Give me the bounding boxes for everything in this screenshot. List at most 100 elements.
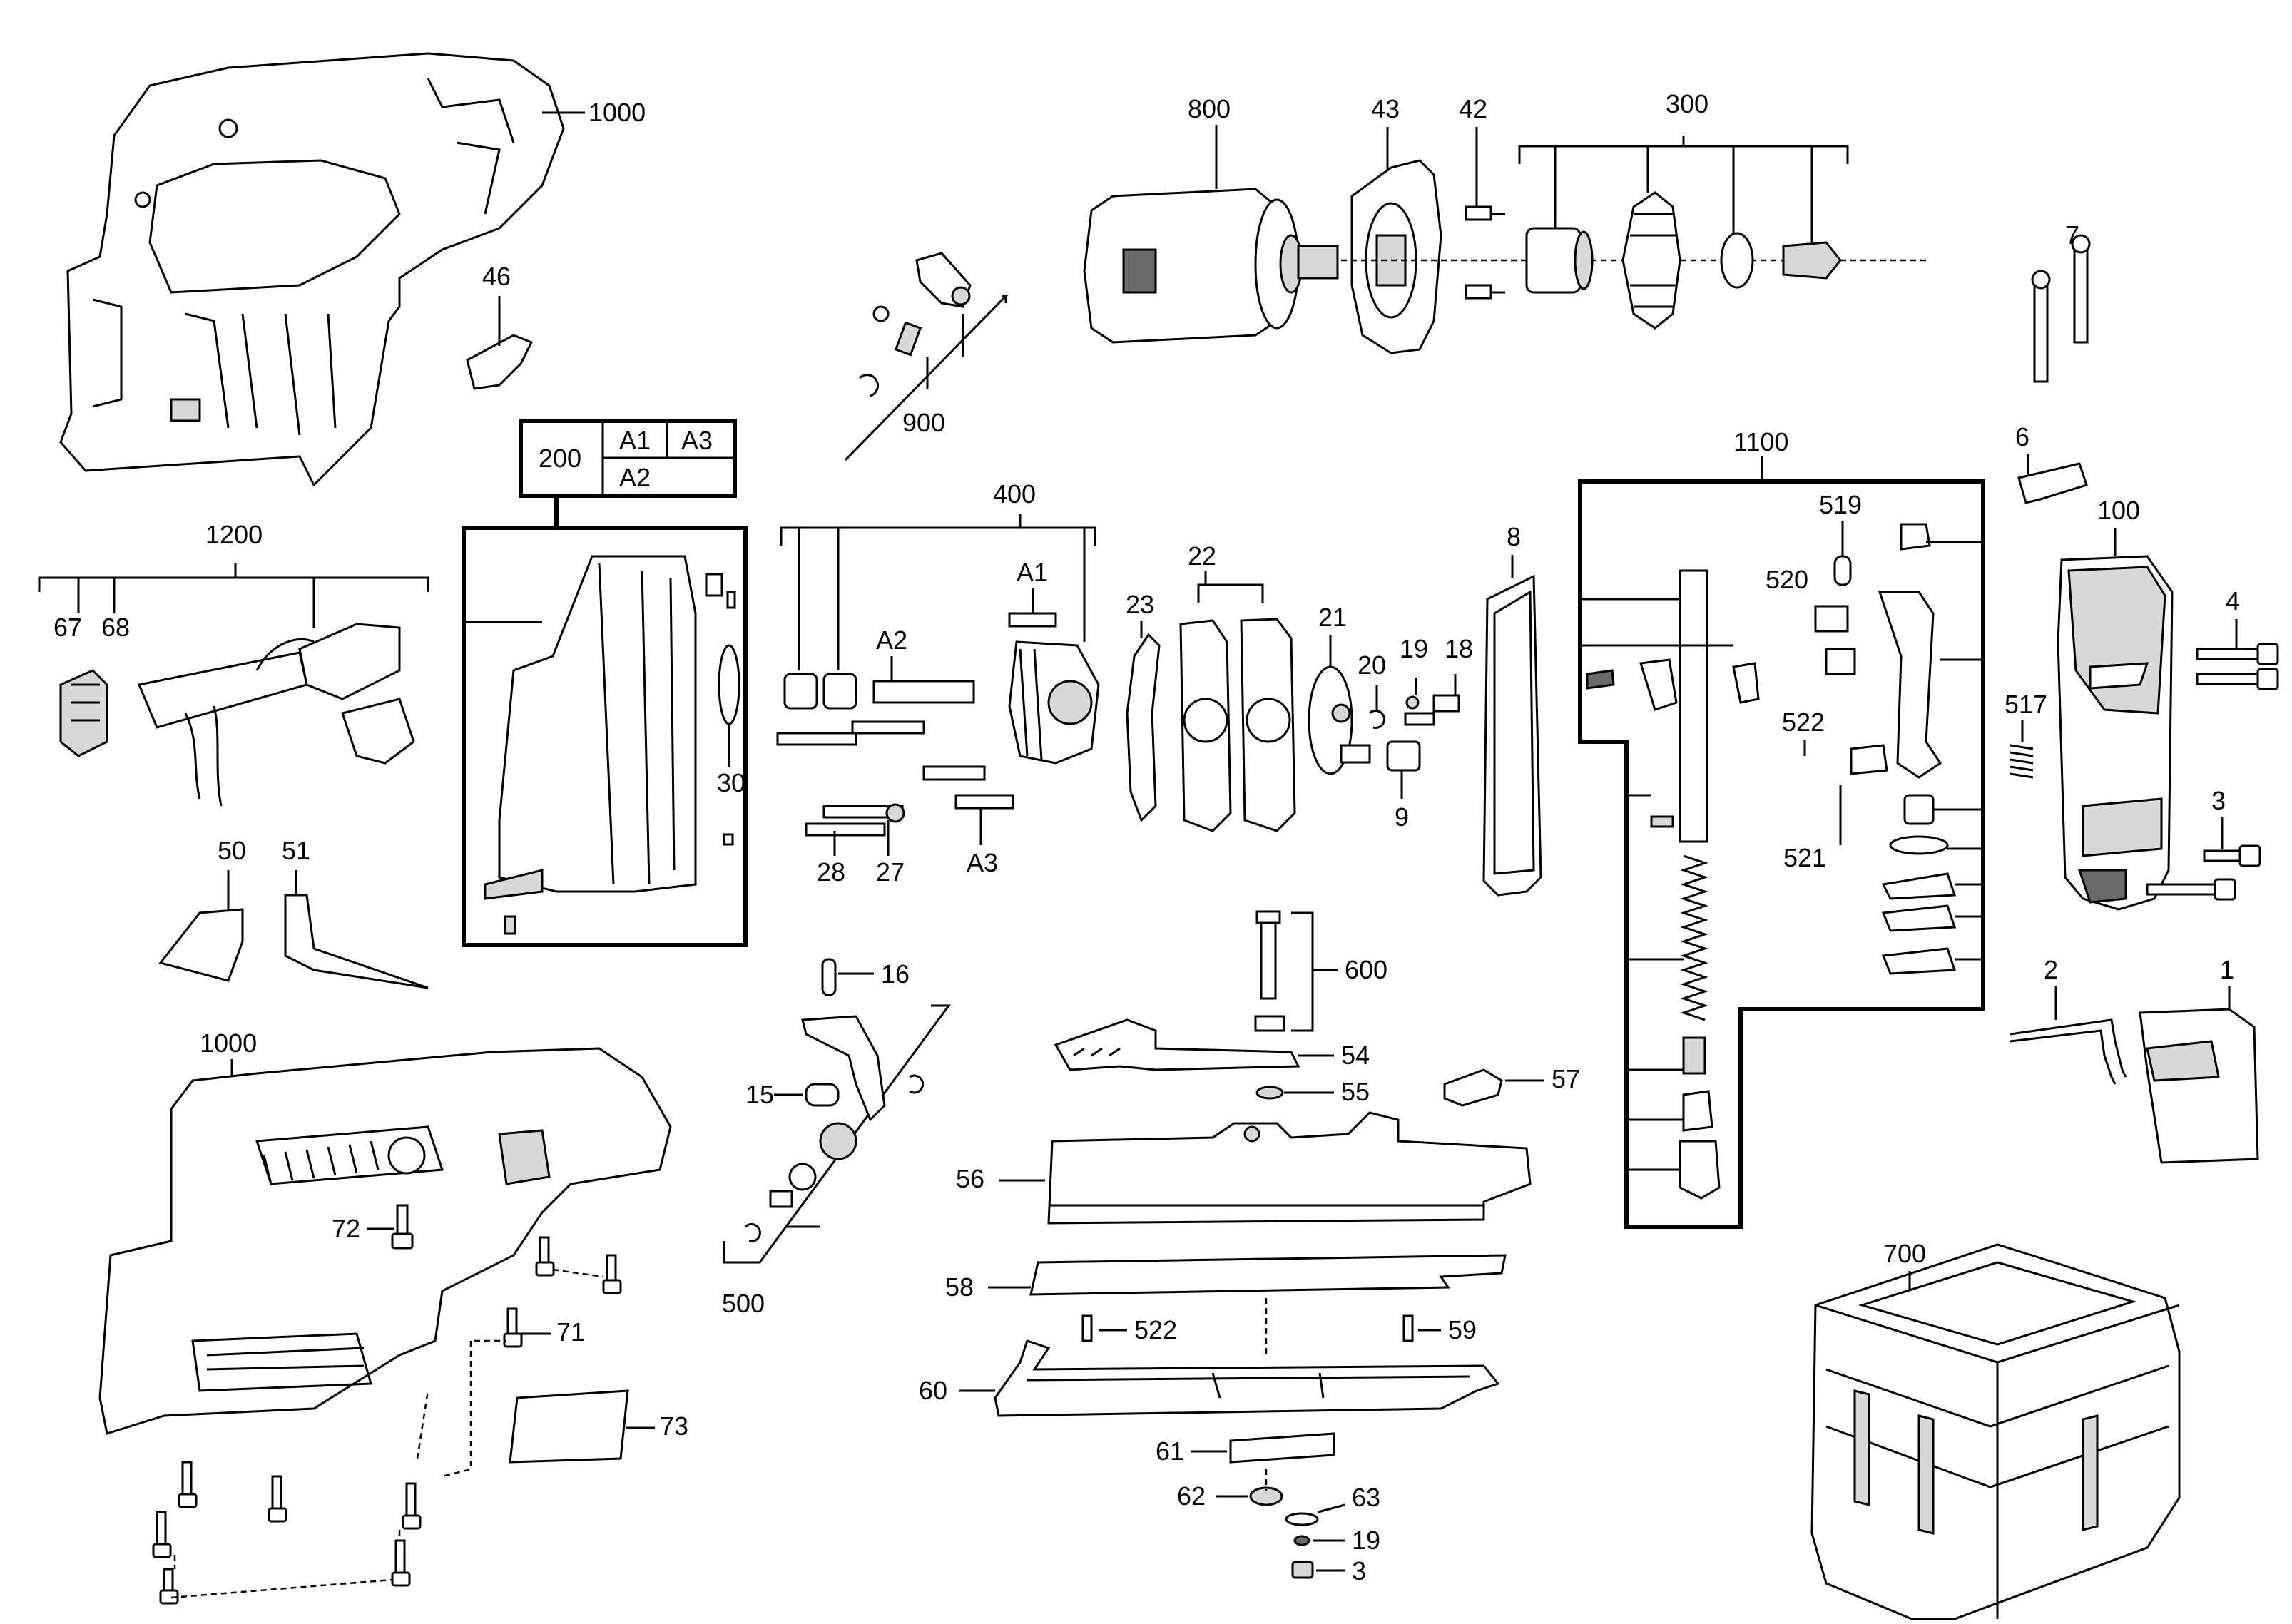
callout-61: 61 <box>1156 1436 1184 1466</box>
callout-55: 55 <box>1341 1077 1370 1106</box>
callout-60: 60 <box>919 1376 947 1405</box>
callout-16: 16 <box>881 959 910 989</box>
group-1200-switch-harness <box>38 563 429 807</box>
callout-517: 517 <box>2005 690 2047 719</box>
callout-23: 23 <box>1126 590 1154 619</box>
group-200-legend-box <box>519 419 737 528</box>
parts-20-19-18-9 <box>1368 674 1460 799</box>
part-60-base-frame <box>994 1339 1500 1417</box>
part-8-guard <box>1482 574 1542 897</box>
callout-500: 500 <box>722 1289 765 1318</box>
gearbox-housing-200 <box>462 526 748 947</box>
callout-22: 22 <box>1188 541 1216 571</box>
callout-62: 62 <box>1177 1481 1206 1511</box>
part-3-screws <box>2146 844 2261 901</box>
group-200-number: 200 <box>539 444 581 473</box>
callout-1000-top: 1000 <box>589 98 646 127</box>
callout-900: 900 <box>902 408 945 437</box>
callout-3-base: 3 <box>1352 1556 1366 1585</box>
callout-9: 9 <box>1395 802 1409 832</box>
callout-100: 100 <box>2097 496 2140 525</box>
callout-56: 56 <box>956 1164 984 1193</box>
callout-522: 522 <box>1782 708 1825 737</box>
parts-62-63-19-3 <box>1249 1469 1319 1579</box>
part-22-plates <box>1179 571 1296 832</box>
part-57-clip <box>1443 1068 1503 1107</box>
callout-a2: A2 <box>876 625 907 655</box>
part-58-plate <box>1029 1254 1507 1355</box>
part-61-block <box>1229 1432 1335 1464</box>
housing-100 <box>2057 555 2174 911</box>
housing-half-1000-top <box>59 52 565 487</box>
callout-a3: A3 <box>967 848 998 877</box>
callout-1100: 1100 <box>1733 427 1788 456</box>
part-54-lever <box>1054 1018 1300 1071</box>
part-6-clip <box>2017 462 2088 504</box>
callout-2: 2 <box>2044 955 2058 984</box>
group-400-gear-assembly <box>776 514 1100 837</box>
part-56-base-shoe <box>1047 1111 1532 1225</box>
callout-51: 51 <box>282 836 310 865</box>
callout-21: 21 <box>1318 603 1347 632</box>
callout-68: 68 <box>101 613 130 642</box>
callout-300: 300 <box>1666 89 1708 118</box>
part-50-wedge <box>158 870 244 982</box>
part-2-wire <box>2010 1018 2127 1085</box>
callout-800: 800 <box>1188 94 1231 123</box>
callout-18: 18 <box>1445 634 1473 663</box>
part-30-disc <box>718 644 740 767</box>
part-43-bracket <box>1350 159 1442 354</box>
housing-bottom-screws <box>152 1390 429 1605</box>
callout-8: 8 <box>1507 522 1521 551</box>
callout-6: 6 <box>2015 422 2029 451</box>
callout-57: 57 <box>1552 1064 1580 1093</box>
group-200-cell-a1: A1 <box>619 426 651 455</box>
part-59-screw <box>1402 1314 1414 1342</box>
callout-46: 46 <box>482 262 511 291</box>
callout-19: 19 <box>1400 634 1428 663</box>
group-600 <box>1254 910 1338 1032</box>
callout-30: 30 <box>717 768 745 797</box>
callout-15: 15 <box>745 1080 774 1109</box>
group-900 <box>844 252 1009 461</box>
callout-20: 20 <box>1358 650 1386 680</box>
case-700 <box>1810 1243 2181 1620</box>
callout-522-base: 522 <box>1134 1315 1177 1344</box>
group-1100-plunger-assembly <box>1578 456 1985 1229</box>
callout-600: 600 <box>1345 955 1387 984</box>
group-200-cell-a3: A3 <box>681 426 713 455</box>
callout-a1: A1 <box>1017 558 1048 587</box>
callout-58: 58 <box>945 1272 974 1302</box>
part-23-link <box>1126 633 1161 822</box>
callout-63: 63 <box>1352 1483 1380 1512</box>
part-72-screw <box>391 1204 414 1250</box>
part-517-spring <box>2010 744 2034 779</box>
part-73-label <box>509 1389 629 1464</box>
part-522-screw <box>1081 1314 1093 1342</box>
callout-4: 4 <box>2226 586 2240 616</box>
group-300-fan-assembly <box>1518 136 1849 330</box>
callout-7: 7 <box>2065 220 2079 250</box>
callout-3: 3 <box>2211 786 2226 815</box>
callout-1000-bottom: 1000 <box>200 1028 257 1058</box>
callout-27: 27 <box>876 857 905 887</box>
part-71-screws <box>442 1236 622 1478</box>
callout-519: 519 <box>1819 490 1862 519</box>
callout-521: 521 <box>1783 843 1826 872</box>
group-200-cell-a2: A2 <box>619 463 651 492</box>
callout-50: 50 <box>218 836 246 865</box>
part-1-cover <box>2139 1008 2259 1164</box>
callout-73: 73 <box>660 1411 688 1441</box>
callout-72: 72 <box>332 1214 360 1243</box>
part-7-screws <box>2031 234 2091 383</box>
callout-28: 28 <box>817 857 845 887</box>
part-55-washer <box>1255 1086 1284 1100</box>
housing-half-1000-bottom <box>98 1047 672 1435</box>
callout-71: 71 <box>556 1317 585 1347</box>
callout-59: 59 <box>1448 1315 1477 1344</box>
part-46-lever <box>466 325 534 390</box>
part-4-screws <box>2196 643 2279 690</box>
callout-700: 700 <box>1883 1239 1926 1268</box>
part-51-bracket <box>284 870 429 989</box>
